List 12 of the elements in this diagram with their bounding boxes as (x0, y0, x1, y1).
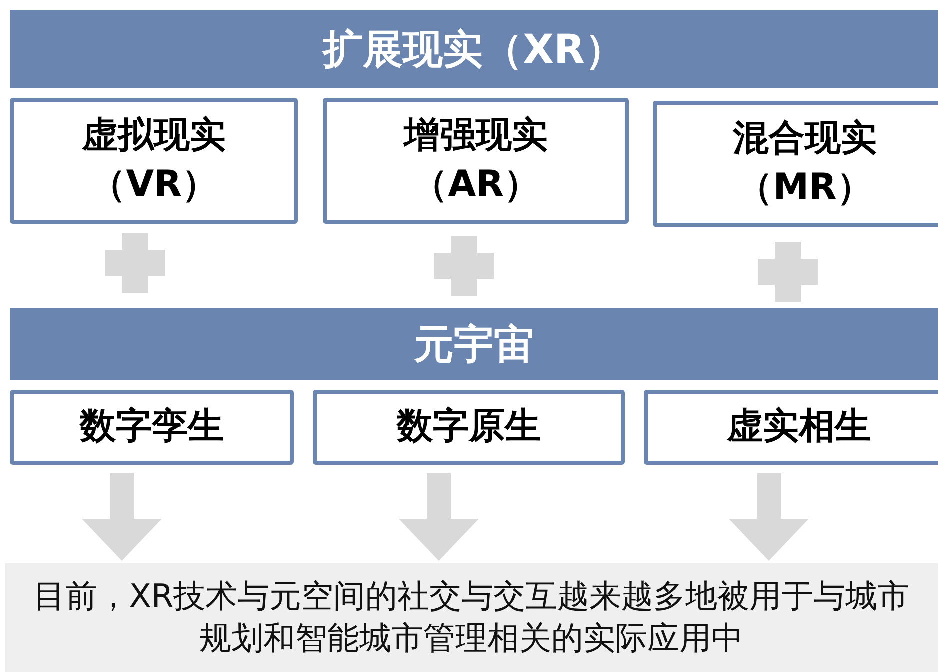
title-band: 扩展现实（XR） (10, 10, 938, 88)
category-box: 虚拟现实（VR） (10, 98, 298, 224)
category-box: 数字原生 (313, 390, 625, 465)
category-box: 增强现实（AR） (323, 98, 629, 224)
category-box: 虚实相生 (644, 390, 938, 465)
note-box: 目前，XR技术与元空间的社交与交互越来越多地被用于与城市规划和智能城市管理相关的实际应用中 (5, 563, 938, 672)
block-arrow (399, 473, 479, 561)
block-arrow (82, 473, 162, 561)
category-box: 混合现实（MR） (653, 101, 938, 227)
category-box: 数字孪生 (10, 390, 294, 465)
block-arrow (729, 473, 809, 561)
title-band: 元宇宙 (10, 308, 938, 380)
